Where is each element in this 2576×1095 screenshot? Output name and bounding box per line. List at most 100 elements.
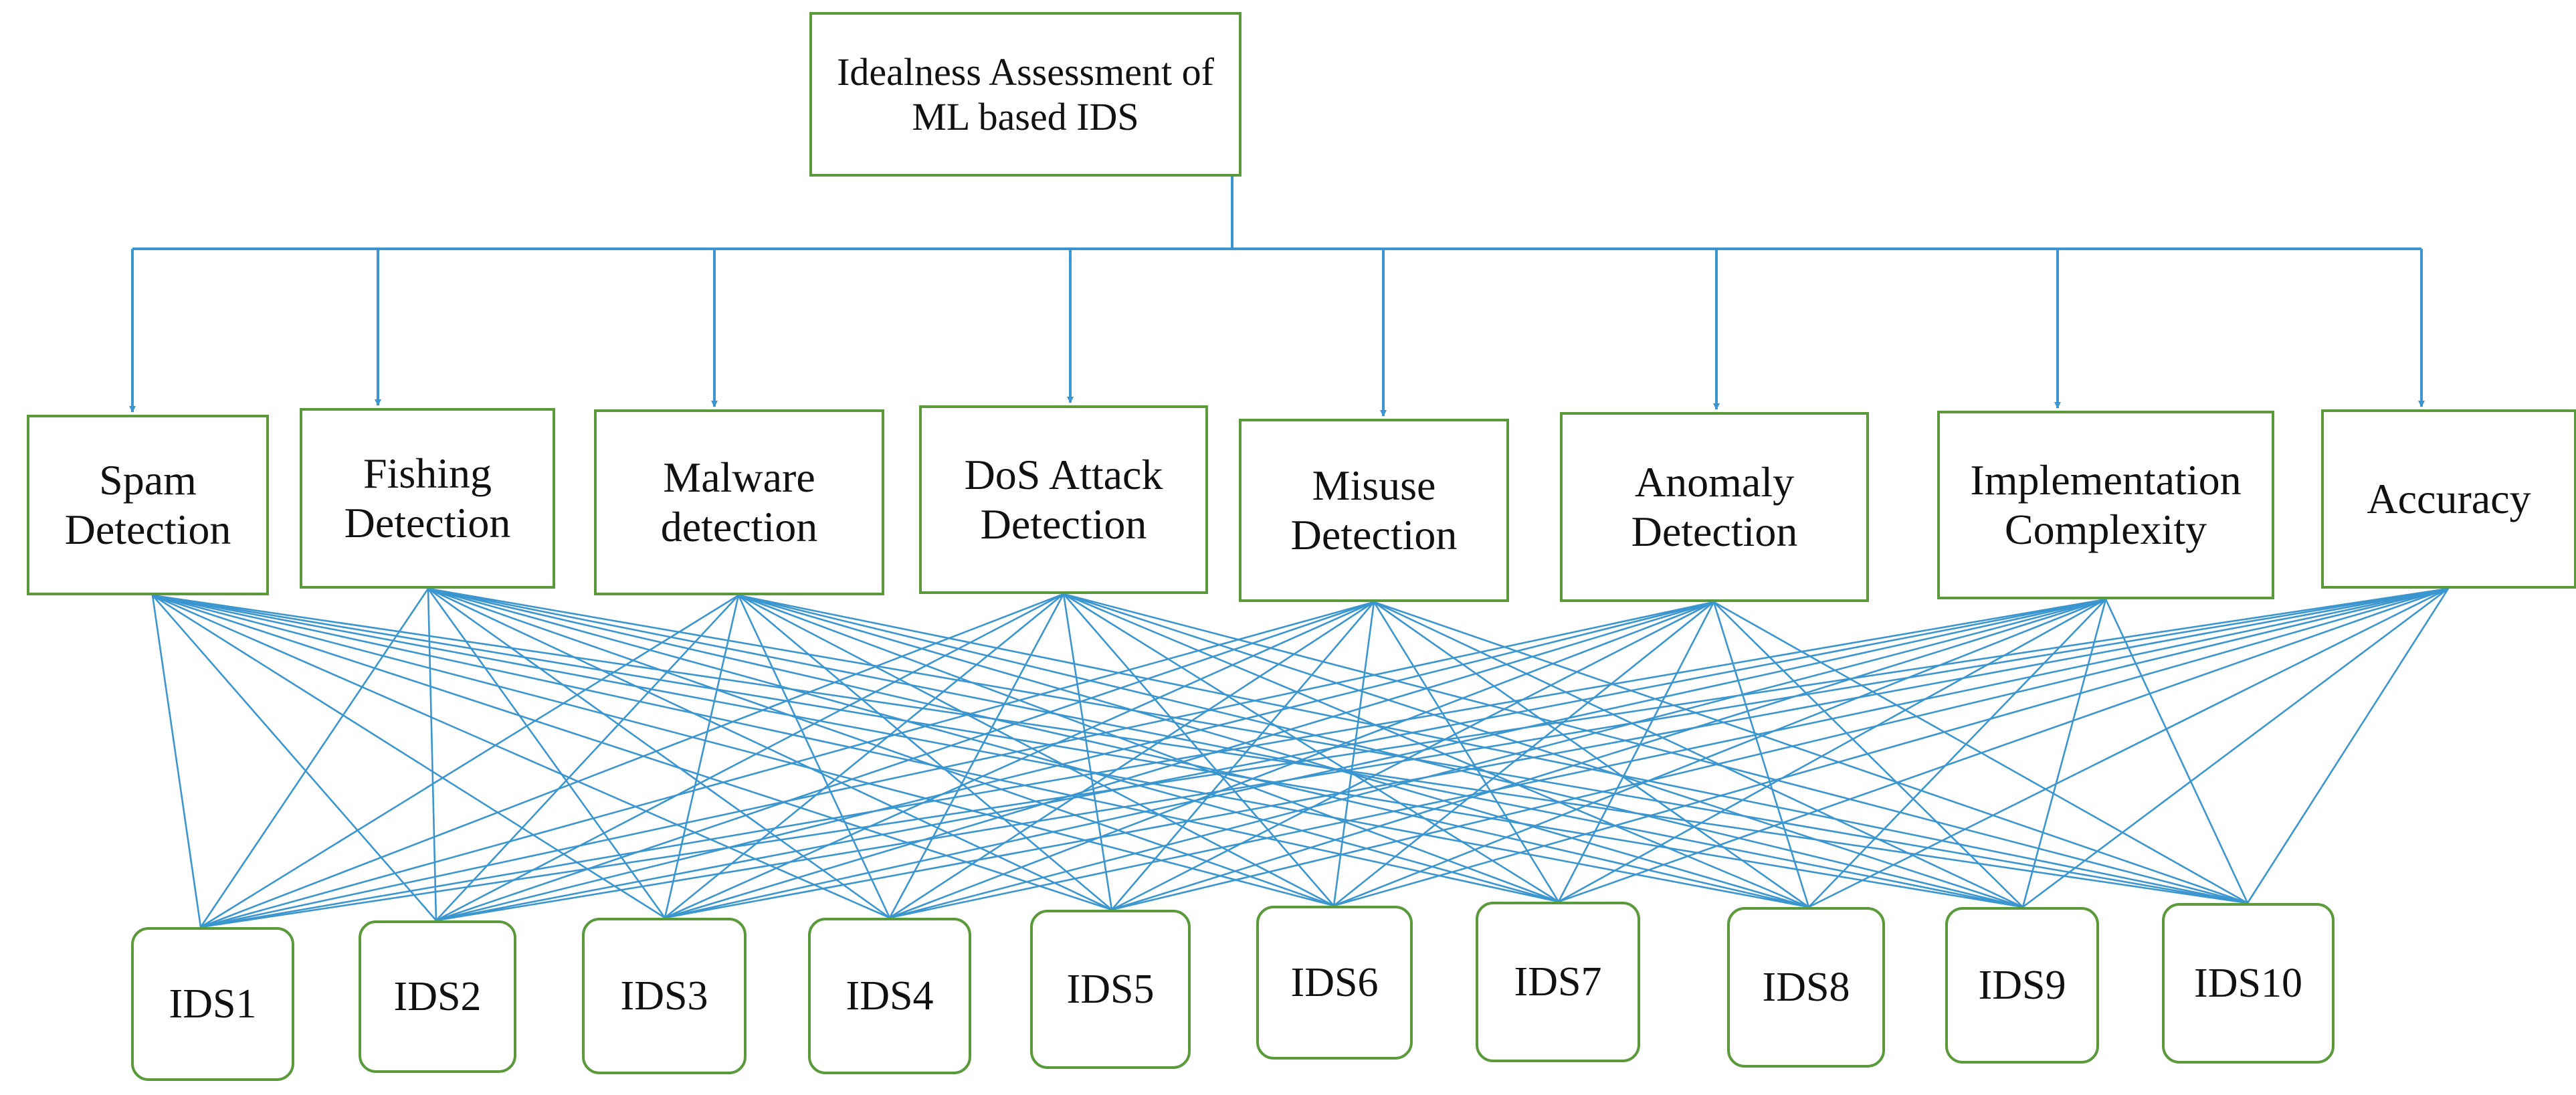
criterion-label: Spam Detection: [64, 456, 231, 553]
criterion-box-anomaly: Anomaly Detection: [1560, 412, 1869, 602]
edge-c2-ids8: [427, 587, 1809, 908]
edge-c5-ids7: [1373, 601, 1560, 902]
edge-c6-ids6: [1333, 601, 1714, 907]
alternative-box-ids1: IDS1: [131, 927, 294, 1081]
criterion-box-misuse: Misuse Detection: [1239, 419, 1509, 602]
edge-c2-ids2: [427, 588, 437, 921]
edge-c4-ids4: [888, 593, 1065, 918]
edge-c7-ids2: [435, 598, 2106, 922]
alternative-box-ids9: IDS9: [1945, 907, 2099, 1064]
edge-c1-ids1: [151, 595, 202, 928]
edge-c4-ids8: [1063, 593, 1809, 908]
edge-c4-ids1: [200, 593, 1064, 928]
edge-c2-ids7: [427, 587, 1559, 903]
edge-c5-ids9: [1373, 601, 2023, 908]
edge-c7-ids3: [664, 598, 2106, 919]
edge-c7-ids8: [1808, 599, 2106, 908]
edge-c3-ids5: [738, 595, 1112, 910]
alternative-label: IDS4: [846, 973, 934, 1019]
alternative-box-ids4: IDS4: [808, 918, 971, 1074]
criterion-label: Anomaly Detection: [1631, 458, 1798, 555]
criterion-box-malware: Malware detection: [594, 409, 884, 595]
edge-c2-ids4: [427, 587, 890, 919]
criterion-label: Fishing Detection: [344, 450, 511, 546]
alternative-box-ids3: IDS3: [582, 918, 747, 1074]
alternative-label: IDS5: [1066, 966, 1155, 1012]
edge-c3-ids9: [738, 594, 2023, 908]
edge-c5-ids1: [200, 601, 1375, 928]
edge-c1-ids2: [152, 595, 437, 921]
edge-c8-ids3: [664, 587, 2449, 919]
edge-c4-ids5: [1062, 593, 1113, 910]
edge-c7-ids7: [1558, 598, 2106, 903]
edge-c3-ids1: [200, 594, 739, 928]
alternative-box-ids2: IDS2: [359, 920, 516, 1073]
alternative-box-ids10: IDS10: [2162, 903, 2335, 1064]
goal-title: Idealness Assessment of ML based IDS: [837, 50, 1214, 138]
alternative-box-ids8: IDS8: [1727, 907, 1885, 1068]
edge-c8-ids1: [200, 587, 2449, 928]
criterion-box-accuracy: Accuracy: [2321, 409, 2576, 589]
edge-c1-ids8: [152, 594, 1809, 908]
edge-c6-ids5: [1111, 601, 1714, 911]
criteria-to-alternative-connectors: [151, 587, 2450, 928]
alternative-label: IDS7: [1514, 959, 1602, 1005]
edge-c8-ids7: [1558, 587, 2449, 903]
edge-c8-ids5: [1111, 587, 2449, 911]
edge-c1-ids7: [152, 594, 1559, 903]
criterion-box-fishing: Fishing Detection: [300, 408, 555, 589]
edge-c6-ids4: [889, 601, 1714, 919]
criterion-box-spam: Spam Detection: [27, 415, 269, 595]
edge-c4-ids2: [435, 593, 1064, 922]
edge-c8-ids8: [1808, 587, 2449, 908]
alternative-label: IDS10: [2194, 960, 2302, 1006]
edge-c1-ids3: [152, 594, 666, 919]
edge-c2-ids1: [199, 588, 429, 928]
alternative-label: IDS3: [620, 973, 708, 1019]
hierarchy-connectors: [129, 177, 2425, 417]
edge-c8-ids4: [889, 587, 2449, 919]
edge-c7-ids9: [2021, 599, 2107, 908]
edge-c8-ids9: [2022, 587, 2449, 908]
edge-c7-ids6: [1333, 598, 2106, 907]
edge-c3-ids8: [738, 594, 1809, 908]
edge-c6-ids3: [664, 601, 1714, 919]
edge-c8-ids2: [435, 587, 2449, 922]
edge-c7-ids1: [200, 598, 2106, 928]
edge-c1-ids5: [152, 594, 1112, 911]
alternative-label: IDS2: [393, 973, 482, 1019]
criterion-label: Misuse Detection: [1290, 462, 1458, 559]
criterion-label: Malware detection: [660, 454, 818, 551]
criterion-label: DoS Attack Detection: [964, 451, 1163, 548]
edge-c1-ids6: [152, 594, 1334, 907]
edge-c1-ids4: [152, 594, 890, 919]
edge-c2-ids9: [427, 587, 2023, 908]
edge-c8-ids6: [1333, 587, 2449, 907]
alternative-label: IDS6: [1290, 959, 1379, 1005]
alternative-box-ids5: IDS5: [1030, 910, 1191, 1069]
edge-c8-ids10: [2246, 588, 2450, 904]
criterion-label: Implementation Complexity: [1970, 456, 2242, 553]
edge-c4-ids9: [1063, 593, 2023, 908]
edge-c5-ids3: [664, 601, 1375, 919]
criterion-label: Accuracy: [2367, 475, 2531, 523]
edge-c4-ids7: [1063, 593, 1559, 903]
edge-c7-ids10: [2104, 599, 2249, 904]
edge-c3-ids10: [738, 594, 2248, 904]
alternative-box-ids7: IDS7: [1476, 902, 1640, 1062]
criterion-box-implementation: Implementation Complexity: [1937, 411, 2274, 599]
edge-c6-ids2: [435, 601, 1714, 922]
criterion-box-dos: DoS Attack Detection: [919, 405, 1208, 594]
edge-c5-ids5: [1111, 601, 1375, 910]
edge-c6-ids1: [200, 601, 1714, 928]
edge-c7-ids4: [889, 598, 2106, 919]
edge-c3-ids3: [664, 595, 740, 918]
goal-box: Idealness Assessment of ML based IDS: [809, 12, 1242, 177]
edge-c6-ids7: [1557, 601, 1715, 902]
edge-c3-ids6: [738, 594, 1334, 907]
edge-c2-ids6: [427, 587, 1334, 907]
alternative-label: IDS8: [1762, 964, 1850, 1010]
edge-c4-ids10: [1063, 593, 2248, 904]
edge-c5-ids10: [1373, 601, 2248, 904]
alternative-label: IDS1: [169, 981, 257, 1027]
